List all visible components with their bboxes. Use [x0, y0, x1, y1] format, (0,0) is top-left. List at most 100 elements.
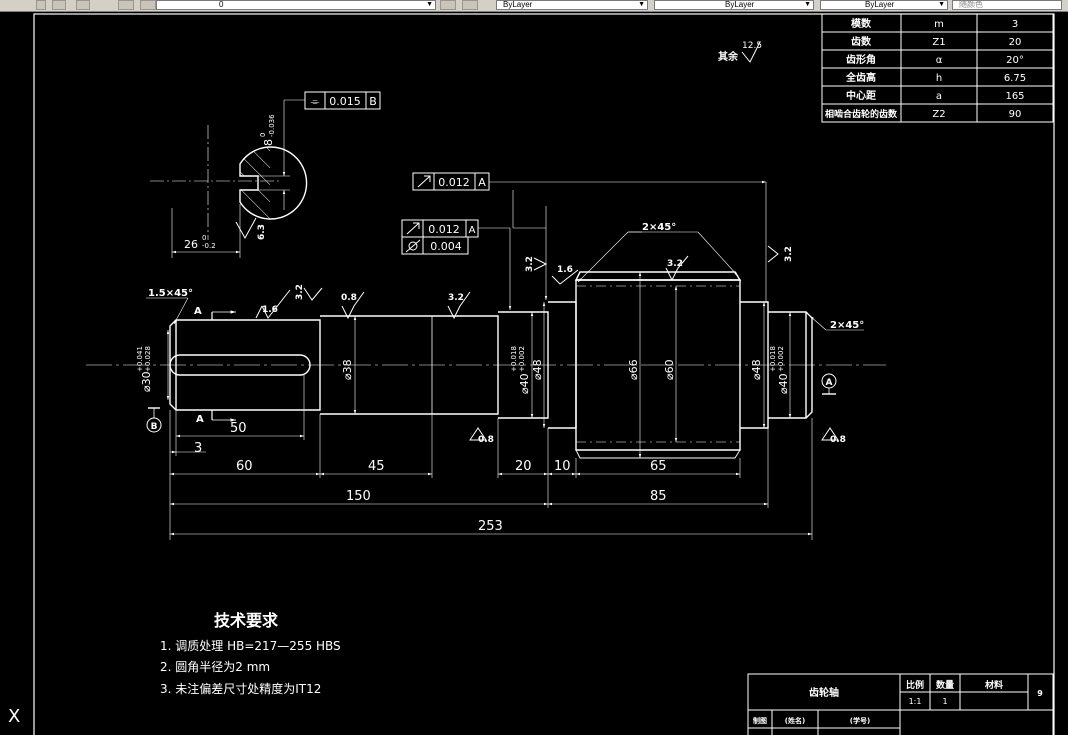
match-layer-icon[interactable]: [440, 0, 456, 10]
layer-previous-icon[interactable]: [462, 0, 478, 10]
chevron-down-icon: ▼: [804, 1, 811, 8]
datum-a: A: [821, 373, 837, 395]
dim-l10: 10: [554, 459, 571, 474]
chamfer-left: 1.5×45°: [148, 288, 193, 299]
drawing-no: 9: [1037, 689, 1043, 698]
params-table: [821, 13, 1054, 123]
dim-d40b-lower: +0.002: [777, 346, 785, 372]
param-symbol: Z2: [932, 109, 945, 120]
section-label-bottom: A: [196, 414, 204, 425]
param-symbol: a: [936, 91, 942, 102]
length-dims: [169, 375, 813, 540]
layer-manager-icon[interactable]: [52, 0, 66, 10]
param-symbol: α: [936, 55, 943, 66]
dim-d40b: ⌀40: [777, 373, 790, 394]
drawing-frame: [33, 13, 1055, 735]
dim-d60: ⌀60: [663, 359, 676, 380]
toolbar-button[interactable]: [36, 0, 46, 10]
section-label-top: A: [194, 306, 202, 317]
param-value: 165: [1005, 91, 1024, 102]
fcf-runout-top: 0.012 A: [412, 172, 767, 302]
diameter-dims: [166, 272, 792, 458]
section-tol-value: 0.015: [329, 95, 361, 108]
roughness-r10: 0.8: [830, 435, 846, 445]
param-name: 齿数: [851, 35, 872, 48]
dim-l150: 150: [346, 489, 371, 504]
lineweight-dropdown[interactable]: ByLayer ▼: [820, 0, 948, 10]
chamfer-gear: 2×45°: [642, 222, 676, 233]
layer-value: 0: [219, 0, 224, 9]
depth-dim: 26: [184, 238, 198, 251]
dim-d40a: ⌀40: [518, 373, 531, 394]
dim-d40b-upper: +0.018: [769, 346, 777, 372]
material-label: 材料: [984, 679, 1003, 691]
param-name: 相啮合齿轮的齿数: [825, 108, 898, 120]
roughness-symbols: [255, 245, 839, 441]
dim-l253: 253: [478, 519, 503, 534]
row2-c: (学号): [850, 716, 870, 725]
roughness-icon: [741, 41, 761, 63]
keyway-width-dev-upper: 0: [259, 133, 267, 137]
dim-l45: 45: [368, 459, 385, 474]
roughness-r4: 3.2: [448, 293, 464, 303]
tech-req-item: 2. 圆角半径为2 mm: [160, 660, 270, 674]
lineweight-value: ByLayer: [865, 0, 895, 9]
cross-section: [150, 99, 308, 258]
section-roughness: 6.3: [257, 224, 267, 240]
roughness-r3: 0.8: [341, 293, 357, 303]
fcf-top-value: 0.012: [438, 176, 470, 189]
dim-d30-lower: +0.028: [144, 346, 152, 372]
layer-states-icon[interactable]: [118, 0, 134, 10]
roughness-r1: 1.6: [262, 305, 278, 315]
datum-a-label: A: [826, 378, 833, 388]
tech-requirements: 技术要求 1. 调质处理 HB=217—255 HBS 2. 圆角半径为2 mm…: [160, 611, 341, 696]
cylindricity-icon: [405, 239, 421, 253]
roughness-icon: [235, 217, 257, 240]
dim-d38: ⌀38: [341, 359, 354, 380]
chamfer-right: 2×45°: [830, 320, 864, 331]
roughness-r8: 3.2: [784, 246, 794, 262]
layer-dropdown[interactable]: 0 ▼: [156, 0, 436, 10]
chamfer-leaders: [146, 231, 864, 331]
param-value: 6.75: [1004, 73, 1026, 84]
param-name: 全齿高: [845, 71, 876, 84]
param-name: 齿形角: [846, 53, 876, 66]
tech-req-item: 3. 未注偏差尺寸处精度为IT12: [160, 681, 321, 696]
linetype-dropdown[interactable]: ByLayer ▼: [654, 0, 814, 10]
dim-l60: 60: [236, 459, 253, 474]
fcf-mid: 0.012 A 0.004: [401, 219, 512, 310]
scale-label: 比例: [906, 679, 924, 691]
roughness-r2: 3.2: [295, 284, 305, 300]
plotstyle-dropdown[interactable]: 随颜色: [952, 0, 1062, 10]
dim-l85: 85: [650, 489, 667, 504]
layer-prev-icon[interactable]: [140, 0, 156, 10]
dim-d48a: ⌀48: [531, 359, 544, 380]
dim-d40a-upper: +0.018: [510, 346, 518, 372]
param-value: 90: [1009, 109, 1022, 120]
color-dropdown[interactable]: ByLayer ▼: [496, 0, 648, 10]
plotstyle-value: 随颜色: [959, 0, 983, 9]
dim-l50: 50: [230, 421, 247, 436]
runout-icon: [417, 175, 431, 188]
scale-value: 1:1: [909, 697, 922, 706]
depth-dev-upper: 0: [202, 234, 206, 242]
roughness-r6: 1.6: [557, 265, 573, 275]
runout-icon: [406, 222, 420, 235]
param-name: 模数: [851, 17, 872, 30]
datum-b: B: [146, 407, 162, 433]
save-icon[interactable]: [76, 0, 90, 10]
tech-req-item: 1. 调质处理 HB=217—255 HBS: [160, 639, 341, 653]
surface-note-label: 其余: [718, 50, 739, 63]
row2-b: (姓名): [785, 716, 805, 725]
chevron-down-icon: ▼: [426, 1, 433, 8]
param-value: 3: [1012, 19, 1018, 30]
keyway-width-dim: 8: [262, 139, 275, 146]
section-tol-frame: ⌯ 0.015 B: [304, 91, 381, 110]
fcf-mid-value: 0.012: [428, 223, 460, 236]
roughness-r5: 3.2: [525, 256, 535, 272]
datum-b-label: B: [151, 422, 158, 432]
title-block: [747, 673, 1054, 735]
toolbar: 0 ▼ ByLayer ▼ ByLayer ▼ ByLayer ▼ 随颜色: [0, 0, 1068, 12]
param-value: 20: [1009, 37, 1022, 48]
